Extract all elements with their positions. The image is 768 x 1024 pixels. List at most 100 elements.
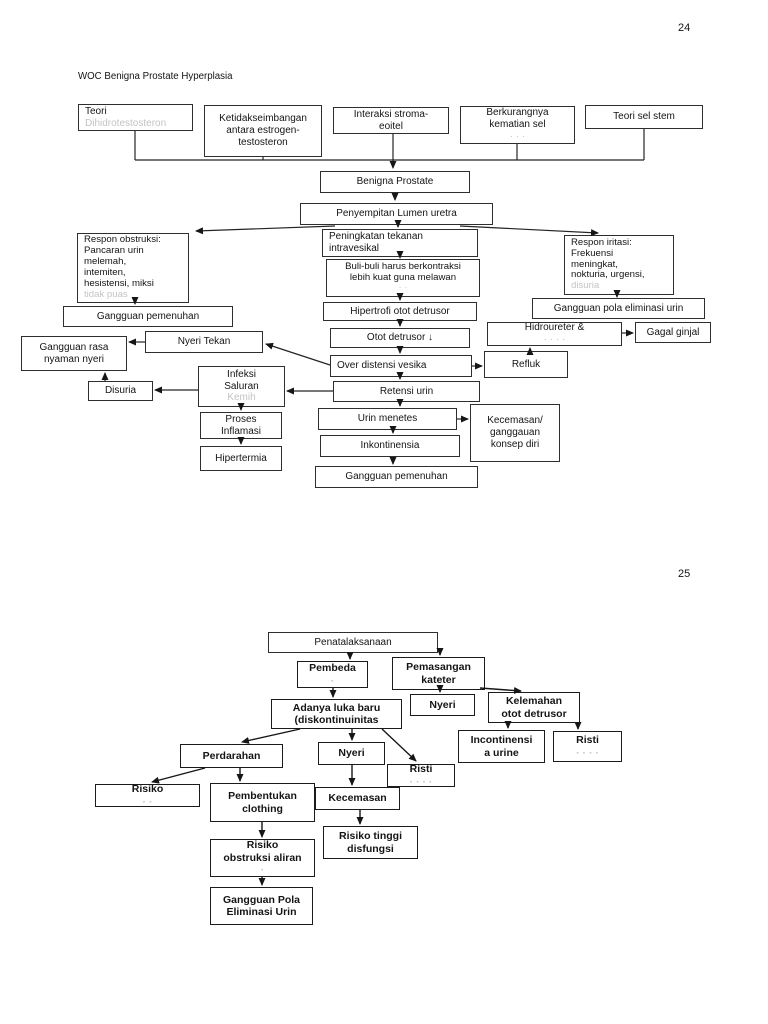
node-perdarahan: Perdarahan: [180, 744, 283, 768]
node-label: Retensi urin: [379, 385, 434, 397]
node-benigna-prostate: Benigna Prostate: [320, 171, 470, 193]
node-incontinensia-urine: Incontinensi a urine: [458, 730, 545, 763]
node-label: Nyeri: [429, 698, 456, 711]
node-label: Risiko obstruksi aliran: [223, 839, 302, 864]
node-label: Peningkatan tekanan intravesikal: [329, 231, 423, 254]
node-label: Penatalaksanaan: [314, 636, 392, 648]
node-teori-sel-stem: Teori sel stem: [585, 105, 703, 129]
node-nyeri-tekan: Nyeri Tekan: [145, 331, 263, 353]
node-label: Gangguan pemenuhan: [96, 310, 200, 322]
node-label: Over distensi vesika: [337, 360, 427, 372]
node-label-faded: ·: [260, 864, 265, 877]
node-risti-kanan: Risti · · · ·: [553, 731, 622, 762]
node-proses-inflamasi: Proses Inflamasi: [200, 412, 282, 439]
node-label: Penyempitan Lumen uretra: [336, 208, 457, 220]
node-label-faded: · ·: [142, 795, 153, 808]
node-label: Urin menetes: [357, 413, 418, 425]
node-label: Gangguan Pola Eliminasi Urin: [222, 893, 300, 918]
node-pembentukan-clothing: Pembentukan clothing: [210, 783, 315, 822]
node-pembedahan: Pembeda ·: [297, 661, 368, 688]
page-number-25: 25: [678, 568, 691, 580]
node-respon-iritasi: Respon iritasi: Frekuensi meningkat, nok…: [564, 235, 674, 295]
node-disuria: Disuria: [88, 381, 153, 401]
node-label-faded: · · · ·: [543, 334, 566, 345]
node-risti-tengah: Risti · · · ·: [387, 763, 455, 788]
node-buli-buli-berkontraksi: Buli-buli harus berkontraksi lebih kuat …: [326, 259, 480, 297]
node-label: Gangguan pola eliminasi urin: [553, 302, 684, 314]
node-label: Kecemasan: [328, 792, 387, 805]
node-label: Nyeri Tekan: [177, 336, 231, 348]
node-otot-detrusor: Otot detrusor ↓: [330, 328, 470, 348]
node-penatalaksanaan: Penatalaksanaan: [268, 632, 438, 653]
node-label-faded: Dihidrotestosteron: [85, 117, 167, 129]
node-label: Incontinensi a urine: [470, 734, 533, 759]
node-label: Ketidakseimbangan antara estrogen- testo…: [219, 113, 307, 148]
node-label: Pemasangan kateter: [406, 661, 471, 686]
node-risiko-kiri: Risiko · ·: [95, 783, 200, 808]
node-nyeri-kateter: Nyeri: [410, 694, 475, 716]
node-risiko-obstruksi-aliran: Risiko obstruksi aliran ·: [210, 839, 315, 877]
node-label-faded: · · · ·: [409, 775, 433, 788]
node-label: Berkurangnya kematian sel: [486, 107, 549, 131]
node-label: Gangguan pemenuhan: [345, 471, 448, 483]
node-label: Otot detrusor ↓: [366, 332, 434, 344]
node-label: Disuria: [104, 385, 137, 397]
node-adanya-luka-baru: Adanya luka baru (diskontinuinitas: [271, 699, 402, 729]
node-ketidakseimbangan-estrogen: Ketidakseimbangan antara estrogen- testo…: [204, 105, 322, 157]
node-label: Kelemahan otot detrusor: [501, 695, 567, 720]
node-label-faded: Kemih: [227, 392, 256, 404]
node-label: Gagal ginjal: [646, 326, 700, 338]
node-peningkatan-tekanan-intravesikal: Peningkatan tekanan intravesikal: [322, 229, 478, 257]
node-label: Respon obstruksi: Pancaran urin melemah,…: [84, 234, 161, 289]
node-hidroureter: Hidroureter & · · · ·: [487, 322, 622, 346]
node-label: Teori sel stem: [613, 111, 675, 123]
node-label: Nyeri: [338, 747, 365, 760]
node-label: Teori: [85, 105, 107, 117]
node-retensi-urin: Retensi urin: [333, 381, 480, 402]
node-label: Gangguan rasa nyaman nyeri: [39, 341, 109, 365]
node-label: Benigna Prostate: [356, 176, 434, 188]
node-refluk: Refluk: [484, 351, 568, 378]
node-nyeri-tengah: Nyeri: [318, 742, 385, 765]
node-label: Hipertermia: [215, 452, 267, 464]
document-title: WOC Benigna Prostate Hyperplasia: [78, 71, 233, 82]
node-hipertrofi-otot-detrusor: Hipertrofi otot detrusor: [323, 302, 477, 321]
node-label: Risiko tinggi disfungsi: [339, 830, 402, 855]
node-respon-obstruksi: Respon obstruksi: Pancaran urin melemah,…: [77, 233, 189, 303]
node-label: Infeksi Saluran: [224, 368, 259, 392]
node-label: Risti: [409, 763, 433, 776]
node-kecemasan-konsep-diri: Kecemasan/ ganggauan konsep diri: [470, 404, 560, 462]
node-risiko-tinggi-disfungsi: Risiko tinggi disfungsi: [323, 826, 418, 859]
node-gangguan-pola-eliminasi-urin-25: Gangguan Pola Eliminasi Urin: [210, 887, 313, 925]
node-label: Interaksi stroma- eoitel: [353, 108, 429, 132]
node-penyempitan-lumen-uretra: Penyempitan Lumen uretra: [300, 203, 493, 225]
node-gangguan-pemenuhan-kiri: Gangguan pemenuhan: [63, 306, 233, 327]
node-inkontinensia: Inkontinensia: [320, 435, 460, 457]
node-over-distensi-vesika: Over distensi vesika: [330, 355, 472, 377]
node-hipertermia: Hipertermia: [200, 446, 282, 471]
node-label: Inkontinensia: [360, 440, 420, 452]
node-label-faded: · · ·: [509, 130, 526, 142]
node-label: Pembentukan clothing: [228, 790, 297, 815]
node-label: Kecemasan/ ganggauan konsep diri: [487, 415, 543, 450]
node-label: Perdarahan: [202, 749, 261, 762]
node-label-faded: ·: [330, 674, 335, 687]
node-gangguan-rasa-nyaman-nyeri: Gangguan rasa nyaman nyeri: [21, 336, 127, 371]
node-label: Respon iritasi: Frekuensi meningkat, nok…: [571, 236, 645, 281]
node-label-faded: disuria: [571, 280, 600, 292]
node-label: Hidroureter &: [524, 322, 585, 334]
node-interaksi-stroma-epitel: Interaksi stroma- eoitel: [333, 107, 449, 134]
node-label: Proses Inflamasi: [220, 413, 261, 437]
node-label: Risti: [576, 734, 599, 747]
node-label: Adanya luka baru (diskontinuinitas: [292, 701, 381, 726]
node-label-faded: tidak puas: [84, 288, 128, 300]
node-label: Refluk: [511, 358, 541, 370]
node-label: Hipertrofi otot detrusor: [350, 305, 450, 317]
node-urin-menetes: Urin menetes: [318, 408, 457, 430]
node-gangguan-pemenuhan-bawah: Gangguan pemenuhan: [315, 466, 478, 488]
node-infeksi-saluran-kemih: Infeksi Saluran Kemih: [198, 366, 285, 407]
node-gagal-ginjal: Gagal ginjal: [635, 322, 711, 343]
node-teori-dihidrotestosteron: Teori Dihidrotestosteron: [78, 104, 193, 131]
